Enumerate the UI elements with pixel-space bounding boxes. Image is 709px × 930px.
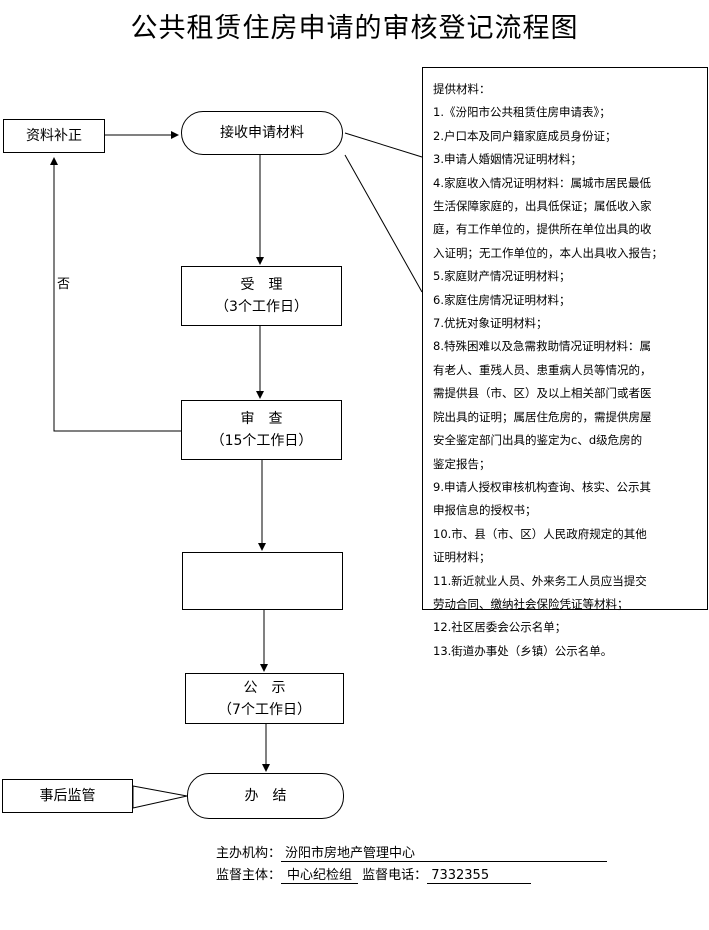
materials-line: 9.申请人授权审核机构查询、核实、公示其 bbox=[433, 479, 651, 494]
materials-line: 7.优抚对象证明材料； bbox=[433, 316, 548, 331]
materials-line: 院出具的证明；属居住危房的，需提供房屋 bbox=[433, 409, 652, 424]
node-accept-label: 受 理 bbox=[240, 277, 283, 293]
materials-line: 庭，有工作单位的，提供所在单位出具的收 bbox=[433, 222, 652, 237]
node-accept-days: （3个工作日） bbox=[215, 299, 308, 315]
node-review-label: 审 查 bbox=[240, 411, 283, 427]
supervise-callout bbox=[132, 785, 188, 809]
materials-line: 1.《汾阳市公共租赁住房申请表》； bbox=[433, 105, 611, 120]
materials-line: 3.申请人婚姻情况证明材料； bbox=[433, 152, 582, 167]
edge-label-no: 否 bbox=[57, 277, 71, 292]
materials-callout-bottom bbox=[344, 154, 423, 293]
node-done: 办 结 bbox=[187, 773, 344, 819]
materials-line: 6.家庭住房情况证明材料； bbox=[433, 292, 571, 307]
materials-line: 需提供县（市、区）及以上相关部门或者医 bbox=[433, 386, 652, 401]
materials-list: 提供材料： 1.《汾阳市公共租赁住房申请表》； 2.户口本及同户籍家庭成员身份证； 3… bbox=[422, 67, 708, 658]
node-blank bbox=[182, 552, 343, 610]
materials-line: 5.家庭财产情况证明材料； bbox=[433, 269, 571, 284]
node-publicity: 公 示 （7个工作日） bbox=[185, 673, 344, 724]
footer-supervisor: 监督主体：中心纪检组 监督电话：7332355 bbox=[216, 864, 532, 884]
materials-line: 11.新近就业人员、外来务工人员应当提交 bbox=[433, 573, 647, 588]
materials-line: 8.特殊困难以及急需救助情况证明材料：属 bbox=[433, 339, 651, 354]
node-receive: 接收申请材料 bbox=[181, 111, 343, 155]
node-accept: 受 理 （3个工作日） bbox=[181, 266, 342, 326]
node-review: 审 查 （15个工作日） bbox=[181, 400, 342, 460]
node-publicity-label: 公 示 bbox=[243, 679, 286, 696]
node-done-label: 办 结 bbox=[244, 788, 287, 804]
materials-line: 劳动合同、缴纳社会保险凭证等材料； bbox=[433, 596, 629, 611]
materials-line: 证明材料； bbox=[433, 550, 491, 565]
materials-line: 申报信息的授权书； bbox=[433, 503, 537, 518]
materials-line: 10.市、县（市、区）人民政府规定的其他 bbox=[433, 526, 647, 541]
materials-line: 4.家庭收入情况证明材料：属城市居民最低 bbox=[433, 175, 651, 190]
footer-org-value: 汾阳市房地产管理中心 bbox=[281, 842, 608, 862]
arrow-review-to-supplement bbox=[50, 157, 181, 432]
node-supplement-label: 资料补正 bbox=[26, 128, 82, 144]
node-supplement: 资料补正 bbox=[3, 119, 105, 153]
materials-line: 安全鉴定部门出具的鉴定为c、d级危房的 bbox=[433, 433, 643, 448]
node-supervise-label: 事后监管 bbox=[39, 788, 96, 804]
materials-line: 13.街道办事处（乡镇）公示名单。 bbox=[433, 643, 613, 658]
node-review-days: （15个工作日） bbox=[210, 433, 313, 449]
materials-line: 2.户口本及同户籍家庭成员身份证； bbox=[433, 128, 617, 143]
materials-line: 提供材料： bbox=[433, 82, 491, 96]
materials-line: 12.社区居委会公示名单； bbox=[433, 620, 567, 635]
materials-callout-top bbox=[344, 132, 423, 158]
materials-line: 有老人、重残人员、患重病人员等情况的， bbox=[433, 362, 652, 377]
footer-org: 主办机构：汾阳市房地产管理中心 bbox=[216, 842, 608, 862]
page-title: 公共租赁住房申请的审核登记流程图 bbox=[130, 13, 579, 44]
footer-org-label: 主办机构： bbox=[216, 846, 282, 861]
node-supervise: 事后监管 bbox=[2, 779, 133, 813]
materials-line: 入证明；无工作单位的，本人出具收入报告； bbox=[433, 245, 663, 260]
node-receive-label: 接收申请材料 bbox=[220, 125, 304, 141]
footer-supervisor-label: 监督主体： bbox=[216, 868, 282, 883]
node-publicity-days: （7个工作日） bbox=[218, 701, 311, 718]
footer-phone-value: 7332355 bbox=[427, 868, 532, 884]
materials-line: 生活保障家庭的，出具低保证；属低收入家 bbox=[433, 199, 652, 214]
footer-supervisor-value: 中心纪检组 bbox=[281, 864, 359, 884]
materials-line: 鉴定报告； bbox=[433, 456, 491, 471]
footer-phone-label: 监督电话： bbox=[362, 868, 428, 883]
